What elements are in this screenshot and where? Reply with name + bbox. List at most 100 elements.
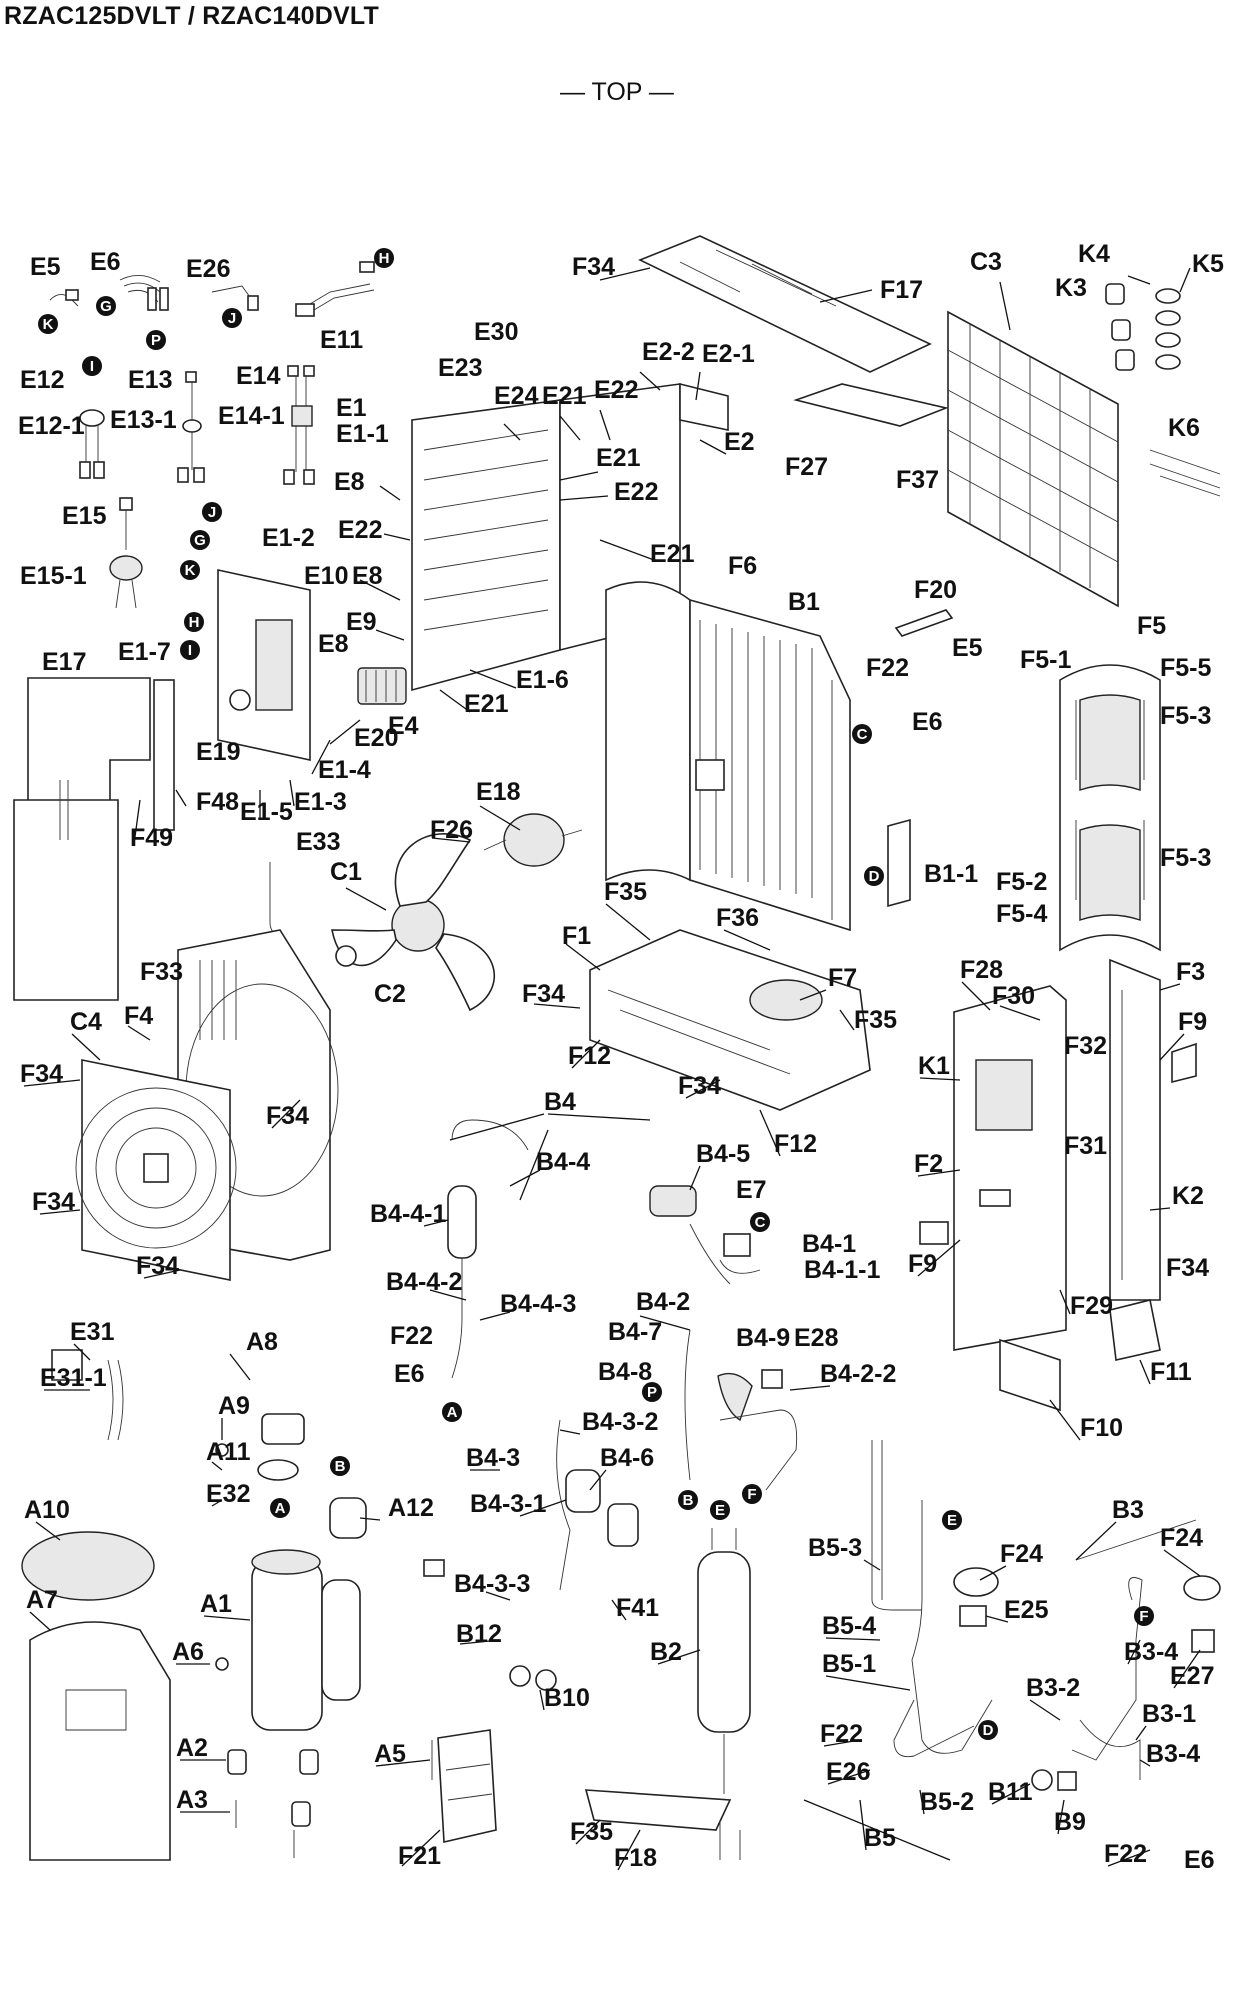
connection-marker-a: A (270, 1498, 290, 1518)
marker-letter: J (228, 310, 236, 327)
part-label-b11: B11 (988, 1778, 1033, 1806)
bracket-f21 (437, 1729, 497, 1843)
part-label-e20: E20 (354, 724, 398, 752)
bracket-f10-f11 (999, 1299, 1161, 1412)
part-label-e6b: E6 (912, 708, 943, 736)
part-label-c2: C2 (374, 980, 406, 1008)
part-label-e17: E17 (42, 648, 86, 676)
part-label-e31-1: E31-1 (40, 1364, 107, 1392)
part-label-e1-1: E1-1 (336, 420, 389, 448)
marker-circle (202, 502, 222, 522)
part-label-e31: E31 (70, 1318, 115, 1346)
connection-marker-j: J (222, 308, 242, 328)
marker-circle (270, 1498, 290, 1518)
compressor-a1 (251, 1413, 367, 1731)
marker-circle (82, 356, 102, 376)
marker-letter: K (185, 562, 196, 579)
part-label-f34b: F34 (522, 980, 565, 1008)
part-label-e21a: E21 (542, 382, 587, 410)
part-label-a5: A5 (374, 1740, 406, 1768)
misc-small-parts (51, 1349, 557, 1691)
part-label-e15: E15 (62, 502, 107, 530)
part-label-e24: E24 (494, 382, 539, 410)
marker-circle (442, 1402, 462, 1422)
fan-motor-e18 (483, 813, 583, 867)
part-label-f35b: F35 (854, 1006, 897, 1034)
part-label-e10: E10 (304, 562, 348, 590)
connection-marker-a: A (442, 1402, 462, 1422)
part-label-a10: A10 (24, 1496, 70, 1524)
part-label-e1: E1 (336, 394, 367, 422)
part-label-b1-1: B1-1 (924, 860, 978, 888)
marker-circle (742, 1484, 762, 1504)
terminal-block-e4 (357, 667, 407, 705)
marker-letter: C (755, 1214, 766, 1231)
marker-letter: E (715, 1502, 725, 1519)
part-label-e8b: E8 (352, 562, 383, 590)
marker-letter: H (189, 614, 200, 631)
connection-marker-e: E (942, 1510, 962, 1530)
plate-f9 (919, 1042, 1197, 1245)
part-label-e6d: E6 (1184, 1846, 1215, 1874)
part-label-e22b: E22 (614, 478, 658, 506)
leader-lines (23, 267, 1201, 1871)
part-label-b5-1: B5-1 (822, 1650, 876, 1678)
part-label-f29: F29 (1070, 1292, 1113, 1320)
connection-marker-k: K (180, 560, 200, 580)
part-label-b4-8: B4-8 (598, 1358, 652, 1386)
marker-circle (1134, 1606, 1154, 1626)
part-label-e11: E11 (320, 326, 363, 354)
part-label-e21c: E21 (650, 540, 695, 568)
part-label-f1: F1 (562, 922, 591, 950)
marker-letter: I (188, 642, 192, 659)
orientation-label: — TOP — (560, 78, 674, 106)
guard-grille-c3 (947, 310, 1119, 608)
bottom-frame-f1 (589, 929, 871, 1111)
part-label-f21: F21 (398, 1842, 441, 1870)
part-label-f5-3b: F5-3 (1160, 844, 1211, 872)
part-label-a1: A1 (200, 1590, 232, 1618)
part-label-f5-4: F5-4 (996, 900, 1048, 928)
marker-circle (710, 1500, 730, 1520)
part-label-b4-3: B4-3 (466, 1444, 520, 1472)
part-label-e32: E32 (206, 1480, 250, 1508)
marker-letter: J (208, 504, 216, 521)
pipe-assembly-b5 (871, 1440, 999, 1758)
marker-circle (146, 330, 166, 350)
part-label-f34e: F34 (266, 1102, 309, 1130)
marker-circle (978, 1720, 998, 1740)
connection-marker-d: D (864, 866, 884, 886)
top-plate-f17 (638, 235, 932, 373)
wire-harness-e26 (211, 285, 259, 311)
part-label-e13-1: E13-1 (110, 406, 177, 434)
connection-marker-h: H (374, 248, 394, 268)
marker-letter: B (335, 1458, 346, 1475)
connection-marker-c: C (750, 1212, 770, 1232)
connection-marker-j: J (202, 502, 222, 522)
document-title: RZAC125DVLT / RZAC140DVLT (4, 2, 379, 30)
part-label-f2: F2 (914, 1150, 943, 1178)
part-label-f33: F33 (140, 958, 183, 986)
part-label-a6: A6 (172, 1638, 204, 1666)
part-label-f22c: F22 (820, 1720, 863, 1748)
cover-b1-1 (887, 818, 911, 908)
marker-letter: P (151, 332, 161, 349)
marker-letter: P (647, 1384, 657, 1401)
part-label-c1: C1 (330, 858, 362, 886)
part-label-b4-7: B4-7 (608, 1318, 662, 1346)
part-label-f5-5: F5-5 (1160, 654, 1212, 682)
part-label-b4-1: B4-1 (802, 1230, 856, 1258)
marker-letter: K (43, 316, 54, 333)
part-label-a12: A12 (388, 1494, 434, 1522)
part-label-f32: F32 (1064, 1032, 1107, 1060)
connection-marker-g: G (96, 296, 116, 316)
part-label-e21b: E21 (596, 444, 641, 472)
connection-marker-i: I (82, 356, 102, 376)
marker-circle (180, 560, 200, 580)
part-label-e2: E2 (724, 428, 755, 456)
reactor-e15 (109, 497, 143, 609)
marker-letter: F (747, 1486, 756, 1503)
part-label-e1-6: E1-6 (516, 666, 569, 694)
part-label-f9: F9 (1178, 1008, 1207, 1036)
part-label-e18: E18 (476, 778, 521, 806)
